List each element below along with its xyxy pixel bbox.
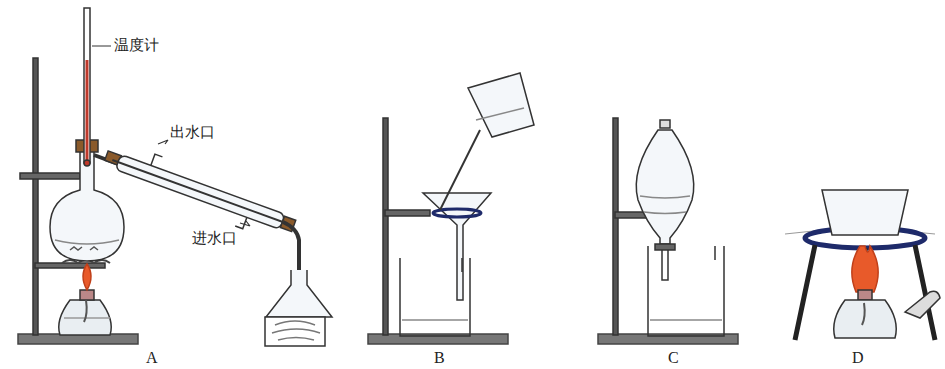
figure-letter: D — [852, 349, 864, 367]
figure-letter: A — [146, 349, 158, 367]
part-label: 进水口 — [192, 230, 237, 247]
figure-letter: C — [668, 349, 679, 367]
part-label: 出水口 — [170, 124, 215, 141]
part-label: 温度计 — [114, 37, 159, 54]
figure-letter: B — [434, 349, 445, 367]
